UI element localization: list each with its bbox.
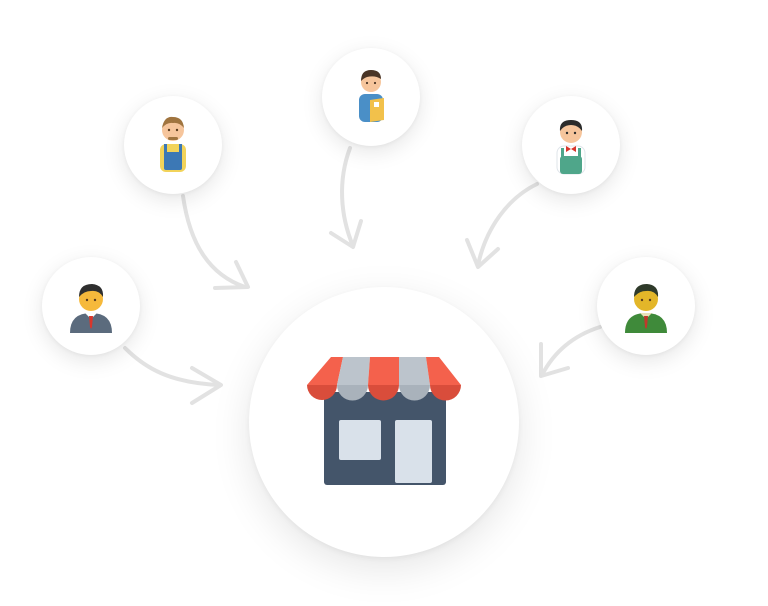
arrow-professional-to-store — [539, 325, 602, 378]
store-node — [249, 287, 519, 557]
customer-node-chef — [522, 96, 620, 194]
customer-node-businessman — [42, 257, 140, 355]
person-with-bag-icon — [359, 70, 384, 122]
arrow-worker-to-store — [181, 194, 250, 290]
arrow-chef-to-store — [465, 182, 539, 269]
businessman-icon — [70, 284, 112, 333]
professional-green-suit-icon — [625, 284, 667, 333]
storefront-icon — [307, 357, 461, 485]
customer-node-worker — [124, 96, 222, 194]
arrow-shopper-to-store — [329, 146, 363, 249]
worker-overalls-icon — [160, 116, 186, 172]
arrow-businessman-to-store — [123, 346, 223, 405]
customer-node-shopper — [322, 48, 420, 146]
customer-node-professional — [597, 257, 695, 355]
chef-apron-icon — [556, 120, 586, 175]
